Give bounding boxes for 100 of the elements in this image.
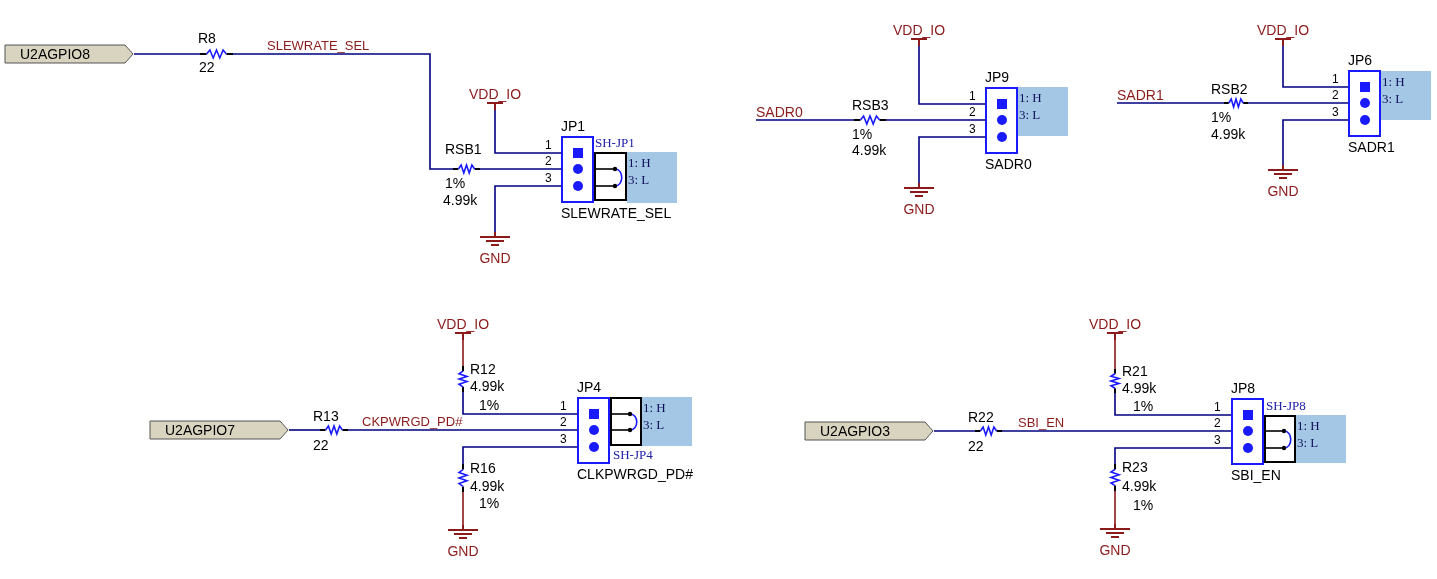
- note-box: [1018, 87, 1068, 136]
- note-text: 3: L: [1382, 90, 1405, 107]
- pin-number: 2: [545, 153, 552, 169]
- power-net-label: VDD_IO: [1256, 22, 1310, 38]
- wire: [462, 446, 578, 465]
- pin-number: 2: [969, 104, 976, 120]
- component-value: RSB3: [852, 97, 889, 113]
- wire: [462, 391, 578, 415]
- note-text: 3: L: [1297, 434, 1320, 451]
- pin-number: 3: [545, 170, 552, 186]
- note-box: [1296, 415, 1346, 463]
- power-net-label: VDD_IO: [1088, 316, 1142, 332]
- component-value: R21: [1122, 363, 1148, 379]
- note-box: [642, 397, 692, 446]
- net-label: SLEWRATE_SEL: [267, 39, 370, 53]
- resistor-symbol: [200, 49, 233, 59]
- note-text: 1: H: [643, 399, 667, 416]
- resistor-symbol: [975, 426, 1002, 436]
- net-label: SBI_EN: [1018, 416, 1065, 430]
- wire: [133, 53, 201, 55]
- wire: [1114, 339, 1116, 370]
- part-label: SADR0: [985, 156, 1032, 172]
- resistor-symbol: [854, 115, 886, 125]
- ground-net-label: GND: [903, 201, 935, 217]
- component-value: R16: [470, 460, 496, 476]
- note-box: [1381, 71, 1431, 120]
- pin-number: 1: [1332, 71, 1339, 87]
- wire: [462, 491, 464, 526]
- wire: [1114, 392, 1232, 416]
- resistor-symbol: [458, 366, 468, 392]
- port-flag: U2AGPIO8: [4, 44, 134, 64]
- wire: [1282, 45, 1349, 88]
- port-flag: U2AGPIO7: [149, 420, 289, 440]
- component-value: R8: [198, 30, 216, 46]
- pin-number: 1: [969, 88, 976, 104]
- pin-number: 1: [545, 137, 552, 153]
- part-label: CLKPWRGD_PD#: [577, 466, 693, 482]
- power-net-label: VDD_IO: [436, 316, 490, 332]
- component-value: 1%: [479, 397, 500, 413]
- wire: [755, 119, 855, 121]
- component-value: 1%: [1133, 497, 1154, 513]
- component-value: 1%: [479, 495, 500, 511]
- wire: [1282, 119, 1349, 166]
- note-text: 1: H: [1382, 73, 1406, 90]
- part-label: SLEWRATE_SEL: [561, 205, 672, 221]
- wire: [933, 430, 976, 432]
- pin-number: 3: [969, 121, 976, 137]
- component-value: 1%: [1133, 398, 1154, 414]
- component-value: 4.99k: [1122, 380, 1157, 396]
- power-net-label: VDD_IO: [892, 22, 946, 38]
- wire: [1247, 102, 1349, 104]
- component-value: 22: [313, 437, 329, 453]
- note-box: [627, 152, 677, 203]
- note-text: 1: H: [1019, 89, 1043, 106]
- resistor-symbol: [320, 425, 348, 435]
- component-value: RSB1: [445, 141, 482, 157]
- ground-net-label: GND: [1099, 542, 1131, 558]
- pin-number: 2: [1214, 415, 1221, 431]
- resistor-symbol: [1224, 98, 1248, 108]
- component-value: RSB2: [1211, 81, 1248, 97]
- net-label: SADR0: [756, 104, 803, 120]
- note-text: 1: H: [1297, 417, 1321, 434]
- pin-number: 3: [1214, 432, 1221, 448]
- part-label: SBI_EN: [1231, 467, 1281, 483]
- net-label: CKPWRGD_PD#: [362, 415, 463, 429]
- component-value: R23: [1122, 459, 1148, 475]
- component-value: 1%: [852, 126, 873, 142]
- reference-designator: JP8: [1231, 380, 1256, 396]
- pin-number: 3: [560, 431, 567, 447]
- component-value: 4.99k: [470, 478, 505, 494]
- component-value: 4.99k: [1122, 478, 1157, 494]
- component-value: 1%: [445, 175, 466, 191]
- reference-designator: JP4: [577, 379, 602, 395]
- ground-net-label: GND: [447, 543, 479, 559]
- resistor-symbol: [1110, 369, 1120, 393]
- note-text: 3: L: [643, 416, 666, 433]
- wire: [347, 429, 578, 431]
- note-text: 3: L: [628, 171, 651, 188]
- resistor-symbol: [1110, 464, 1120, 491]
- shunt-label: SH-JP8: [1266, 398, 1306, 414]
- wire: [1114, 447, 1232, 465]
- component-value: 22: [199, 59, 215, 75]
- component-value: R22: [968, 409, 994, 425]
- reference-designator: JP9: [985, 69, 1010, 85]
- wire: [479, 168, 562, 170]
- component-value: R13: [313, 408, 339, 424]
- ground-net-label: GND: [1267, 183, 1299, 199]
- component-value: R12: [470, 361, 496, 377]
- wire: [918, 136, 986, 184]
- pin-number: 2: [560, 414, 567, 430]
- component-value: 4.99k: [852, 142, 887, 158]
- component-value: 4.99k: [1211, 126, 1246, 142]
- reference-designator: JP1: [561, 118, 586, 134]
- power-net-label: VDD_IO: [468, 86, 522, 102]
- pin-number: 3: [1332, 104, 1339, 120]
- wire: [1116, 102, 1225, 104]
- port-flag: U2AGPIO3: [804, 421, 934, 441]
- wire: [918, 45, 986, 105]
- wire: [494, 185, 562, 233]
- wire: [494, 109, 562, 154]
